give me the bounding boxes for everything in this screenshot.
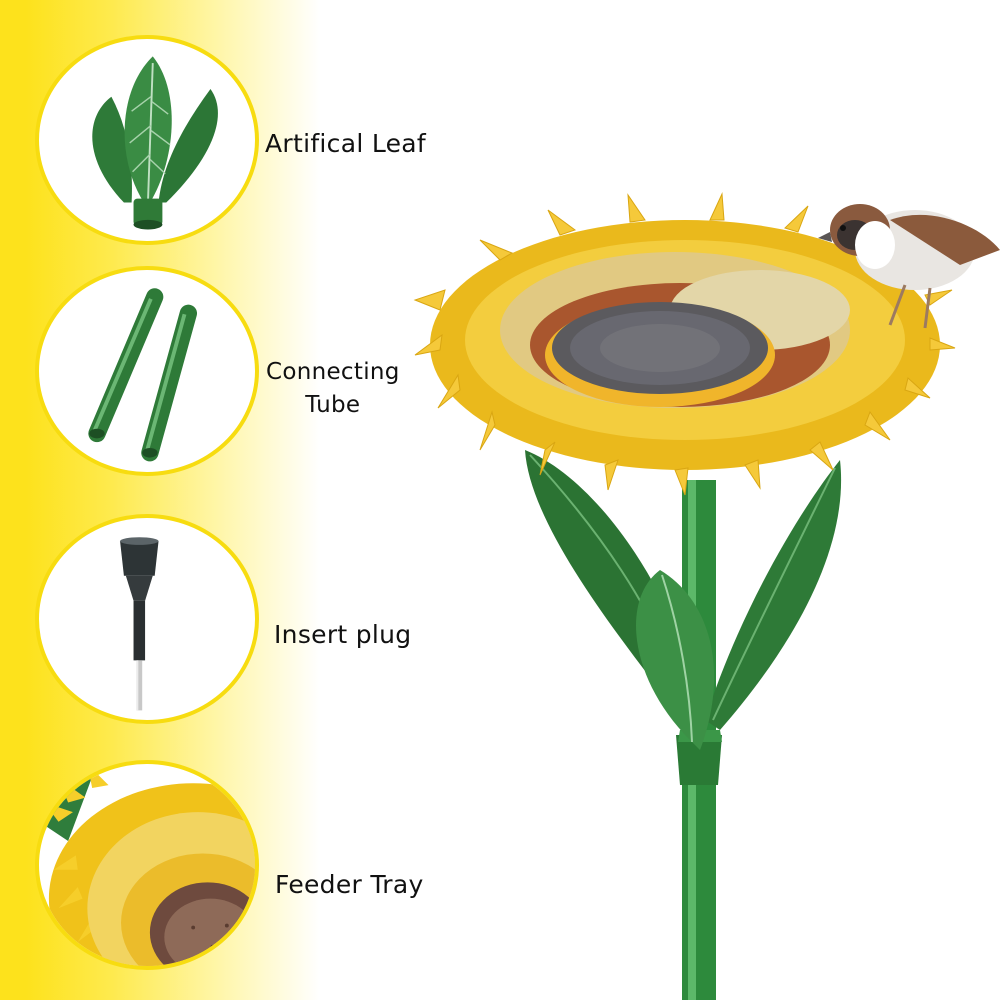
label-artificial-leaf: Artifical Leaf <box>265 129 427 158</box>
label-insert-plug: Insert plug <box>274 620 412 649</box>
sparrow-icon <box>818 204 1000 329</box>
label-connecting-tube-line2: Tube <box>305 392 361 418</box>
label-connecting-tube: Connecting Tube <box>266 356 400 422</box>
label-connecting-tube-line1: Connecting <box>266 359 400 385</box>
artificial-leaf-icon <box>92 56 218 230</box>
feeder-tray-icon <box>39 764 255 966</box>
insert-plug-icon <box>120 537 159 711</box>
part-circle-artificial-leaf <box>35 35 259 245</box>
sunflower-bird-feeder-illustration <box>413 192 1000 1000</box>
part-circle-connecting-tube <box>35 266 259 476</box>
label-feeder-tray: Feeder Tray <box>275 870 424 899</box>
connecting-tube-icon <box>88 288 198 462</box>
part-circle-insert-plug <box>35 514 259 724</box>
part-circle-feeder-tray <box>35 760 259 970</box>
